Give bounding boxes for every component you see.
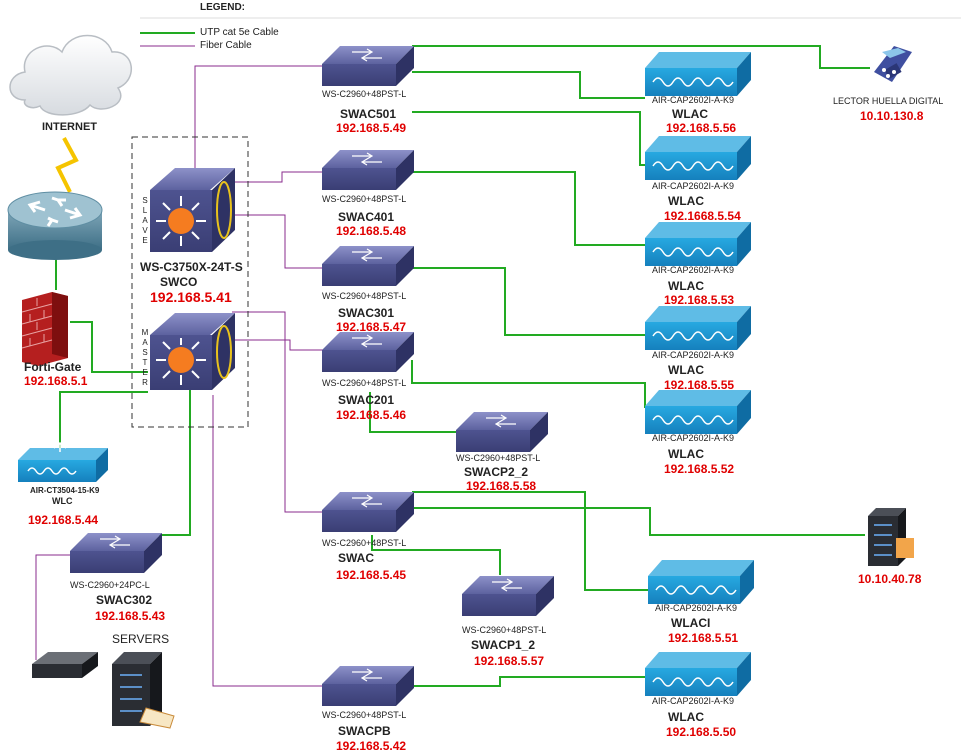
ap-ip: 192.168.5.56 <box>666 121 737 135</box>
ap-model: AIR-CAP2602I-A-K9 <box>652 696 735 706</box>
internet-link <box>55 137 79 193</box>
server-icon-right <box>868 508 914 566</box>
firewall-ip: 192.168.5.1 <box>24 374 88 388</box>
firewall-name: Forti-Gate <box>24 360 82 374</box>
switch-name: SWAC302 <box>96 593 153 607</box>
firewall-icon <box>21 292 68 366</box>
switch-name: SWAC501 <box>340 107 397 121</box>
ap-model: AIR-CAP2602I-A-K9 <box>652 265 735 275</box>
core-switch-slave-icon <box>150 168 235 252</box>
ap-model: AIR-CAP2602I-A-K9 <box>652 95 735 105</box>
ap-model: AIR-CAP2602I-A-K9 <box>652 350 735 360</box>
ap-name: WLAC <box>672 107 708 121</box>
ap-model: AIR-CAP2602I-A-K9 <box>652 433 735 443</box>
switch-ip: 192.168.5.57 <box>474 654 545 668</box>
switch-model: WS-C2960+48PST-L <box>322 378 407 388</box>
ap-ip: 192.168.5.55 <box>664 378 735 392</box>
legend-fiber-label: Fiber Cable <box>200 40 252 51</box>
core-name: SWCO <box>160 275 198 289</box>
core-master-label: MASTER <box>141 328 149 387</box>
core-model: WS-C3750X-24T-S <box>140 260 243 274</box>
ap-name: WLAC <box>668 194 704 208</box>
switch-model: WS-C2960+48PST-L <box>462 625 547 635</box>
fingerprint-name: LECTOR HUELLA DIGITAL <box>833 96 944 106</box>
ap-name: WLAC <box>668 363 704 377</box>
internet-label: INTERNET <box>42 121 97 133</box>
fingerprint-reader-icon <box>874 46 912 82</box>
ap-ip: 192.1668.5.54 <box>664 209 741 223</box>
ap-ip: 192.168.5.53 <box>664 293 735 307</box>
switch-model: WS-C2960+48PST-L <box>322 89 407 99</box>
switch-name: SWAC <box>338 551 374 565</box>
fingerprint-ip: 10.10.130.8 <box>860 109 924 123</box>
server-right-ip: 10.10.40.78 <box>858 572 922 586</box>
switch-name: SWACP2_2 <box>464 465 529 479</box>
servers-label: SERVERS <box>112 632 170 646</box>
access-point-icons <box>645 52 754 696</box>
ap-model: AIR-CAP2602I-A-K9 <box>652 181 735 191</box>
ap-name: WLAC <box>668 447 704 461</box>
server-appliance-icon <box>32 652 98 678</box>
switch-ip: 192.168.5.45 <box>336 568 407 582</box>
core-slave-label: SLAVE <box>142 196 148 245</box>
utp-links <box>55 45 870 687</box>
ap-name: WLAC <box>668 710 704 724</box>
server-tower-icon <box>112 652 175 729</box>
ap-name: WLACI <box>671 616 711 630</box>
fiber-links <box>35 65 325 687</box>
switch-ip: 192.168.5.49 <box>336 121 407 135</box>
wlc-model: AIR-CT3504-15-K9 <box>30 486 100 495</box>
switch-ip: 192.168.5.58 <box>466 479 537 493</box>
ap-ip: 192.168.5.51 <box>668 631 739 645</box>
switch-name: SWAC301 <box>338 306 395 320</box>
switch-model: WS-C2960+48PST-L <box>322 710 407 720</box>
ap-ip: 192.168.5.52 <box>664 462 735 476</box>
switch-model: WS-C2960+48PST-L <box>322 538 407 548</box>
switch-ip: 192.168.5.47 <box>336 320 407 334</box>
router-icon <box>7 191 103 260</box>
legend-title: LEGEND: <box>200 2 245 13</box>
switch-ip: 192.168.5.43 <box>95 609 166 623</box>
core-ip: 192.168.5.41 <box>150 289 232 305</box>
switch-name: SWAC401 <box>338 210 395 224</box>
ap-model: AIR-CAP2602I-A-K9 <box>655 603 738 613</box>
wlc-icon <box>18 442 108 482</box>
switch-name: SWACP1_2 <box>471 638 536 652</box>
switch-ip: 192.168.5.48 <box>336 224 407 238</box>
switch-name: SWAC201 <box>338 393 395 407</box>
cloud-icon <box>9 34 133 116</box>
switch-ip: 192.168.5.42 <box>336 739 407 753</box>
legend-utp-label: UTP cat 5e Cable <box>200 27 279 38</box>
wlc-ip: 192.168.5.44 <box>28 513 99 527</box>
switch-ip: 192.168.5.46 <box>336 408 407 422</box>
ap-ip: 192.168.5.50 <box>666 725 737 739</box>
switch-model: WS-C2960+24PC-L <box>70 580 150 590</box>
switch-name: SWACPB <box>338 724 391 738</box>
switch-model: WS-C2960+48PST-L <box>456 453 541 463</box>
access-switch-icons <box>70 46 554 706</box>
wlc-name: WLC <box>52 496 73 506</box>
switch-model: WS-C2960+48PST-L <box>322 194 407 204</box>
core-stack-box <box>131 136 249 428</box>
core-switch-master-icon <box>150 313 235 390</box>
switch-model: WS-C2960+48PST-L <box>322 291 407 301</box>
ap-name: WLAC <box>668 279 704 293</box>
